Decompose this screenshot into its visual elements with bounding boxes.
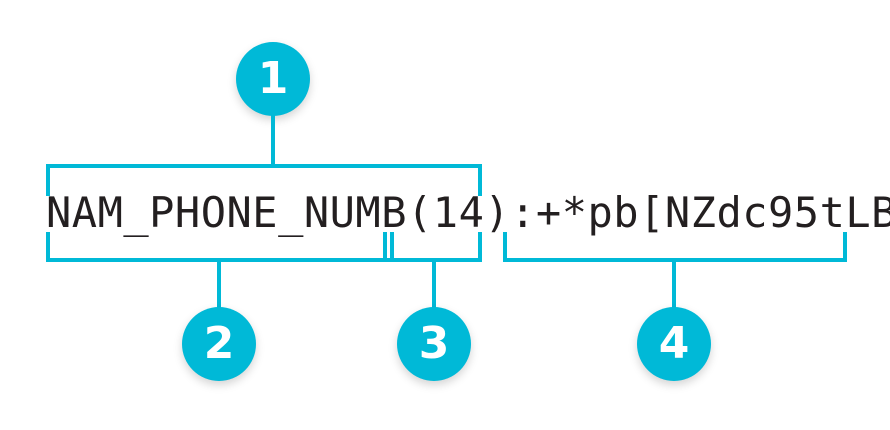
callout-badge-3[interactable]: 3: [397, 307, 471, 381]
connector-stem-3: [432, 258, 436, 310]
bracket-2-right-tick: [383, 232, 387, 262]
bracket-4-right-tick: [843, 232, 847, 262]
code-string: NAM_PHONE_NUMB(14):+*pb[NZdc95tLB: [46, 188, 890, 237]
connector-stem-1: [271, 114, 275, 168]
bracket-3-left-tick: [390, 232, 394, 262]
bracket-3-right-tick: [478, 232, 482, 262]
bracket-4-left-tick: [503, 232, 507, 262]
bracket-1-right-tick: [478, 164, 482, 196]
bracket-2-left-tick: [46, 232, 50, 262]
connector-stem-2: [217, 258, 221, 310]
callout-badge-2[interactable]: 2: [182, 307, 256, 381]
bracket-1-left-tick: [46, 164, 50, 196]
callout-badge-1[interactable]: 1: [236, 42, 310, 116]
bracket-1-span: [46, 164, 482, 168]
connector-stem-4: [672, 258, 676, 310]
bracket-3-span: [390, 258, 482, 262]
callout-badge-4[interactable]: 4: [637, 307, 711, 381]
